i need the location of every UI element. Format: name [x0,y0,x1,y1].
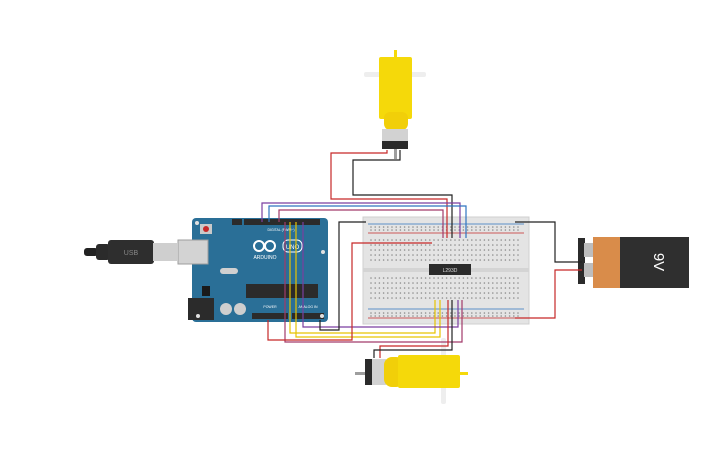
mount-hole-4 [320,314,324,318]
uno-text: UNO [286,245,300,251]
digital-section-label: DIGITAL (PWM~) [267,228,294,232]
battery-body [620,237,689,288]
wire-yellow-2[interactable] [295,222,441,338]
arduino-uno[interactable]: ARDUINO UNO DIGITAL (PWM~) POWER ANALOG … [177,218,328,322]
motor-bottom-shaft-left [355,372,365,375]
battery-terminal-2 [584,263,594,277]
motor-bottom-gearbox [398,355,460,388]
battery-clip [578,238,585,284]
wire-purple-top[interactable] [261,202,461,238]
crystal [220,268,238,274]
wire-magenta-bottom[interactable] [284,222,463,343]
wire-battery-red[interactable] [515,269,582,319]
dc-motor-top[interactable] [364,50,426,159]
reset-button[interactable] [203,226,209,232]
usb-cable-strain-relief [96,244,110,260]
battery-copper-top [593,237,621,288]
capacitor-1 [220,303,232,315]
motor-top-shaft-upper [394,50,397,60]
digital-header [244,219,320,225]
usb-b-port [177,239,209,265]
usb-cable-end [84,248,98,256]
usb-plug-body [108,240,154,264]
wire-purple-bottom[interactable] [302,222,459,328]
motor-top-endcap [382,141,408,149]
voltage-regulator [202,286,210,296]
motor-top-gearbox [379,57,412,119]
analog-header [292,313,324,319]
wire-motor-bottom-red[interactable] [379,300,449,358]
motor-top-neck [384,112,408,130]
wire-motor-top-black[interactable] [352,150,453,238]
analog-section-label: ANALOG IN [298,305,318,309]
l293d-chip[interactable]: L293D [429,264,471,275]
motor-bottom-can [372,359,386,385]
chip-body [429,264,471,275]
arduino-infinity-logo [253,240,276,252]
usb-plug-label: USB [124,250,139,257]
battery-terminal-1 [584,243,594,257]
mount-hole-1 [195,221,199,225]
mount-hole-3 [196,314,200,318]
arduino-brand-text: ARDUINO [253,255,276,261]
wire-motor-bottom-black[interactable] [373,300,453,358]
power-jack [188,298,214,320]
usb-plug-metal [153,243,177,261]
atmega-chip [246,284,318,298]
wire-battery-black[interactable] [515,221,582,263]
wire-blue-top[interactable] [268,205,467,238]
motor-top-can [382,129,408,143]
dc-motor-bottom[interactable] [355,338,468,404]
battery-label: 9V [650,253,667,271]
capacitor-2 [234,303,246,315]
motor-bottom-endcap [365,359,373,385]
motor-bottom-shaft-right [460,372,468,375]
battery-9v[interactable]: 9V [578,237,689,288]
mount-hole-2 [321,250,325,254]
wire-magenta-top[interactable] [278,209,444,238]
wire-5v-arduino[interactable] [267,242,432,341]
power-header [252,313,288,319]
power-section-label: POWER [263,305,277,309]
breadboard-holes [370,226,519,317]
wires [261,150,582,358]
usb-cable[interactable]: USB [84,240,177,264]
wire-gnd-arduino[interactable] [319,221,366,331]
uno-badge [282,239,303,253]
wire-yellow-1[interactable] [289,222,436,334]
aref-header [232,219,242,225]
chip-label: L293D [443,268,458,274]
motor-top-shaft-lower [394,149,397,159]
